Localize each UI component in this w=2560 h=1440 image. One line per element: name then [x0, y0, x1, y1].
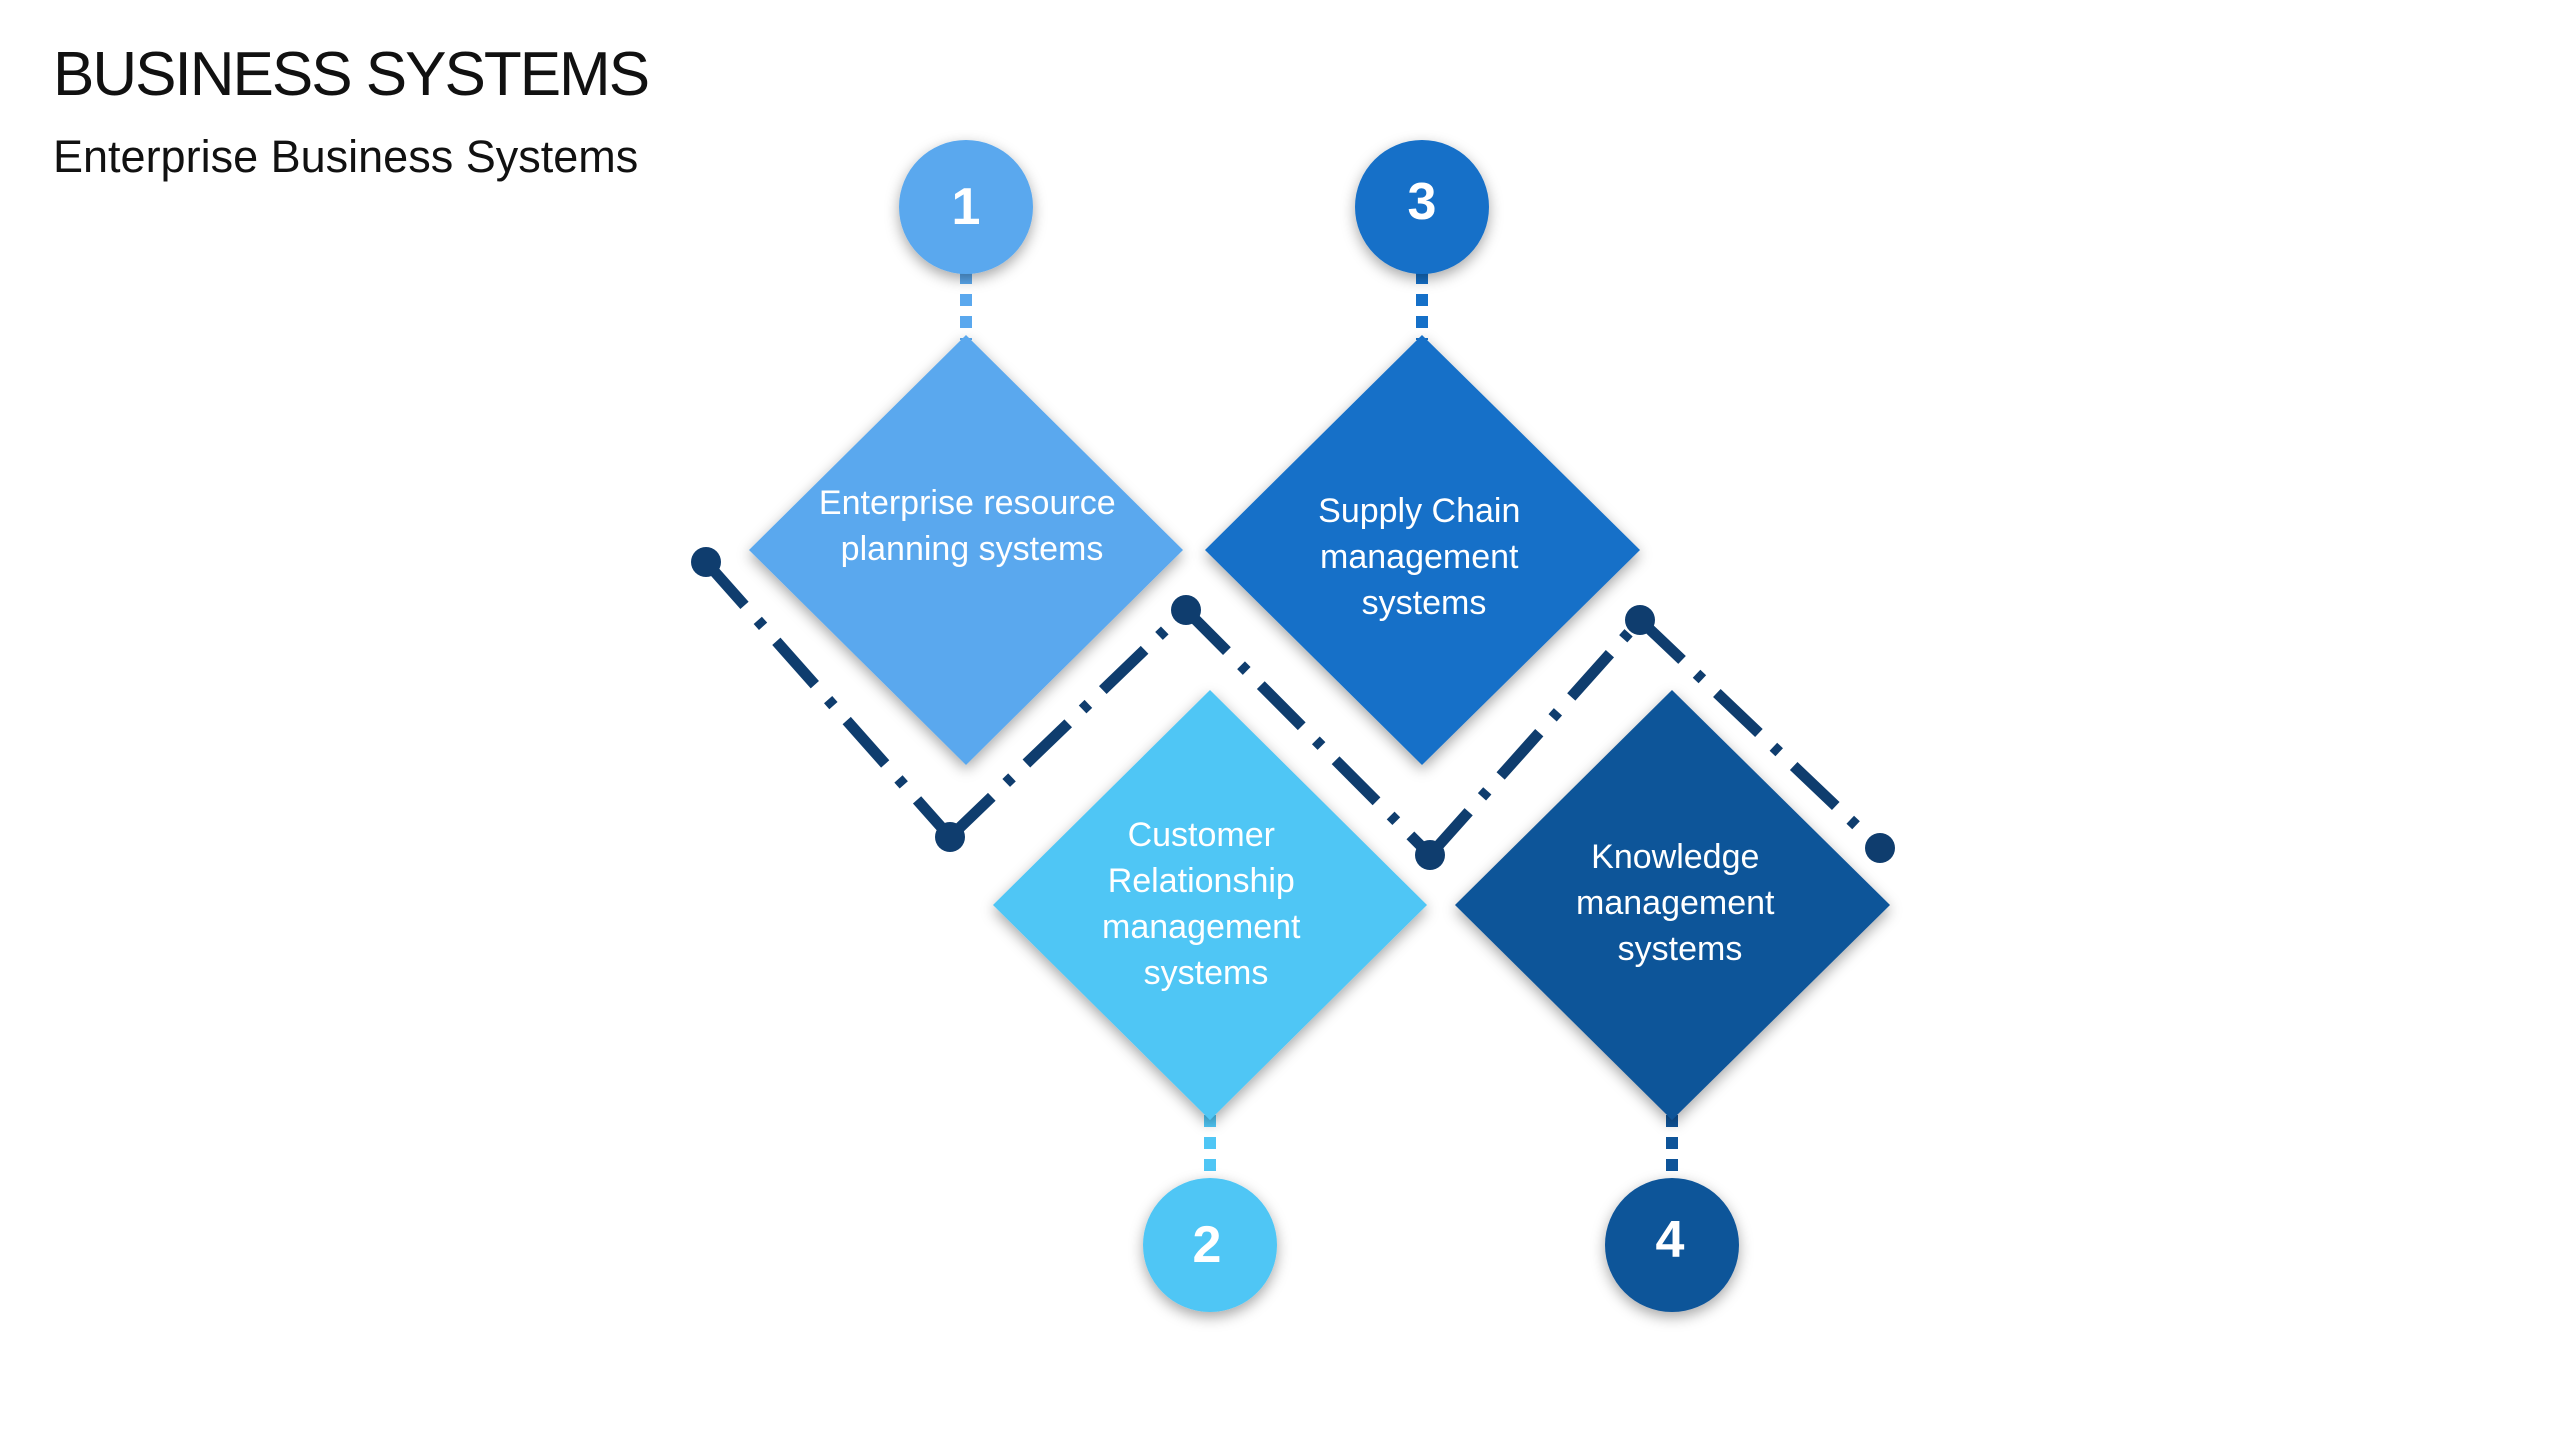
connector-line-2: [946, 606, 1190, 841]
connector-lines: [701, 558, 1884, 859]
step-3-number: 3: [1408, 173, 1437, 231]
step-2-label-line-2: Relationship: [1108, 862, 1295, 900]
connector-dot: [1415, 840, 1445, 870]
step-3-diamond: [1205, 335, 1640, 765]
step-2-number: 2: [1193, 1216, 1222, 1274]
connector-dot: [935, 822, 965, 852]
connector-line-4: [1425, 616, 1645, 859]
step-4-label-line-2: management: [1576, 884, 1775, 922]
step-4-label: Knowledge management systems: [1576, 838, 1784, 968]
step-1-diamond: [749, 335, 1183, 765]
step-2: 2 Customer Relationship management syste…: [993, 690, 1427, 1312]
step-1-number: 1: [952, 178, 981, 236]
step-2-label-line-3: management: [1102, 908, 1301, 946]
step-4-number: 4: [1656, 1211, 1685, 1269]
step-2-label-line-4: systems: [1144, 954, 1269, 992]
step-1-label: Enterprise resource planning systems: [819, 484, 1125, 568]
page-subtitle: Enterprise Business Systems: [53, 131, 639, 182]
connector-line-3: [1182, 606, 1434, 859]
step-1-badge: [899, 140, 1033, 274]
connector-line-5: [1636, 616, 1884, 852]
step-4-label-line-3: systems: [1618, 930, 1743, 968]
step-3-badge: [1355, 140, 1489, 274]
connector-dot: [1625, 605, 1655, 635]
step-3: 3 Supply Chain management systems: [1205, 140, 1640, 765]
step-3-label-line-1: Supply Chain: [1318, 492, 1520, 530]
step-4-badge: [1605, 1178, 1739, 1312]
step-2-label-line-1: Customer: [1128, 816, 1275, 854]
step-2-badge: [1143, 1178, 1277, 1312]
step-4-diamond: [1455, 690, 1890, 1120]
connector-dot: [1171, 595, 1201, 625]
step-4: 4 Knowledge management systems: [1455, 690, 1890, 1312]
connector-dots: [691, 547, 1895, 870]
step-3-label: Supply Chain management systems: [1318, 492, 1530, 622]
step-4-label-line-1: Knowledge: [1591, 838, 1759, 876]
page-title: BUSINESS SYSTEMS: [53, 40, 650, 109]
step-1-label-line-1: Enterprise resource: [819, 484, 1116, 522]
connector-dot: [691, 547, 721, 577]
step-1-label-line-2: planning systems: [841, 530, 1104, 568]
step-1: 1 Enterprise resource planning systems: [749, 140, 1183, 765]
connector-dot: [1865, 833, 1895, 863]
step-3-label-line-2: management: [1320, 538, 1519, 576]
step-2-label: Customer Relationship management systems: [1102, 816, 1310, 992]
step-3-label-line-3: systems: [1362, 584, 1487, 622]
step-2-diamond: [993, 690, 1427, 1120]
